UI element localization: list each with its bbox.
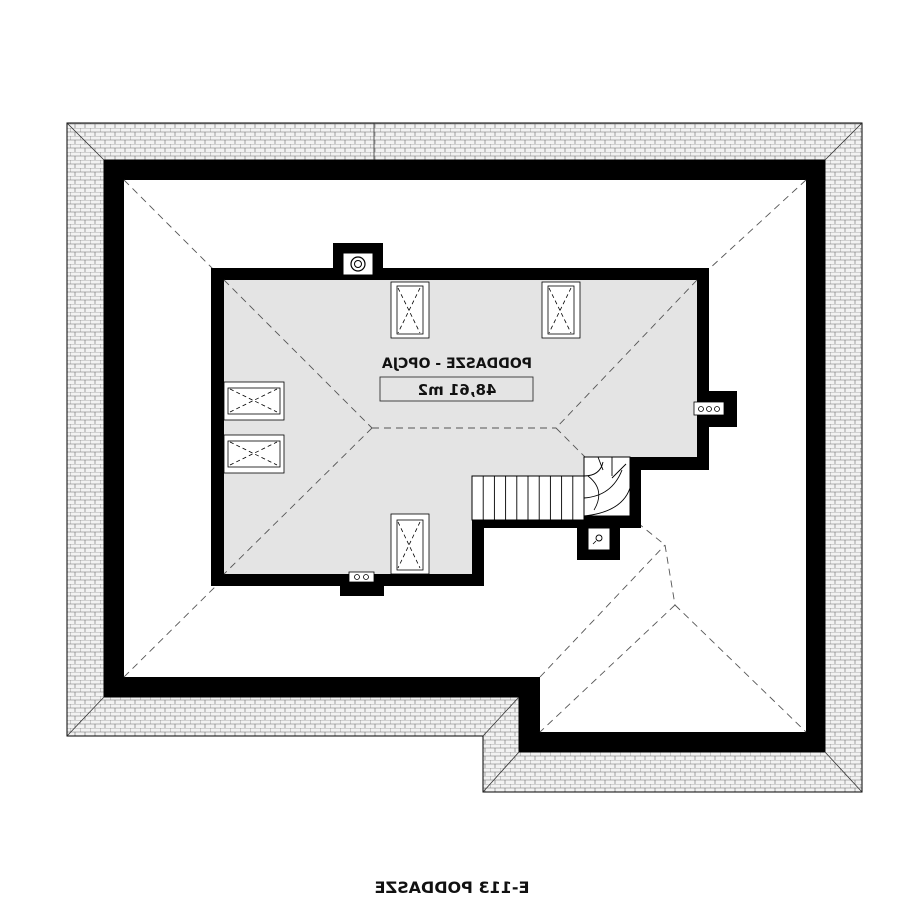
- exterior-wall: [104, 160, 825, 752]
- room-area: 48,61 m2: [418, 381, 497, 399]
- staircase: [471, 456, 631, 521]
- roof-windows: [223, 281, 581, 575]
- eaves-corner-lines: [66, 122, 863, 793]
- roof-window-left-upper: [223, 381, 285, 421]
- roof-window-top-left: [390, 281, 430, 339]
- plan-caption: E-113 PODDASZE: [375, 878, 530, 897]
- roof-window-left-lower: [223, 434, 285, 474]
- roof-window-bottom: [390, 513, 430, 575]
- room-name: PODDASZE - OPCJA: [382, 356, 532, 372]
- chimney-flue: [342, 252, 374, 276]
- vent-duct: [587, 527, 611, 551]
- attic-room-floor: [224, 280, 697, 574]
- roof-window-top-right: [541, 281, 581, 339]
- chimney-flue-icon: [350, 256, 366, 272]
- room-area-box: [379, 376, 534, 402]
- roof-hip-lines: [123, 179, 807, 733]
- room-label: PODDASZE - OPCJA 48,61 m2: [379, 356, 534, 402]
- roof-ridge-lines: [223, 279, 698, 575]
